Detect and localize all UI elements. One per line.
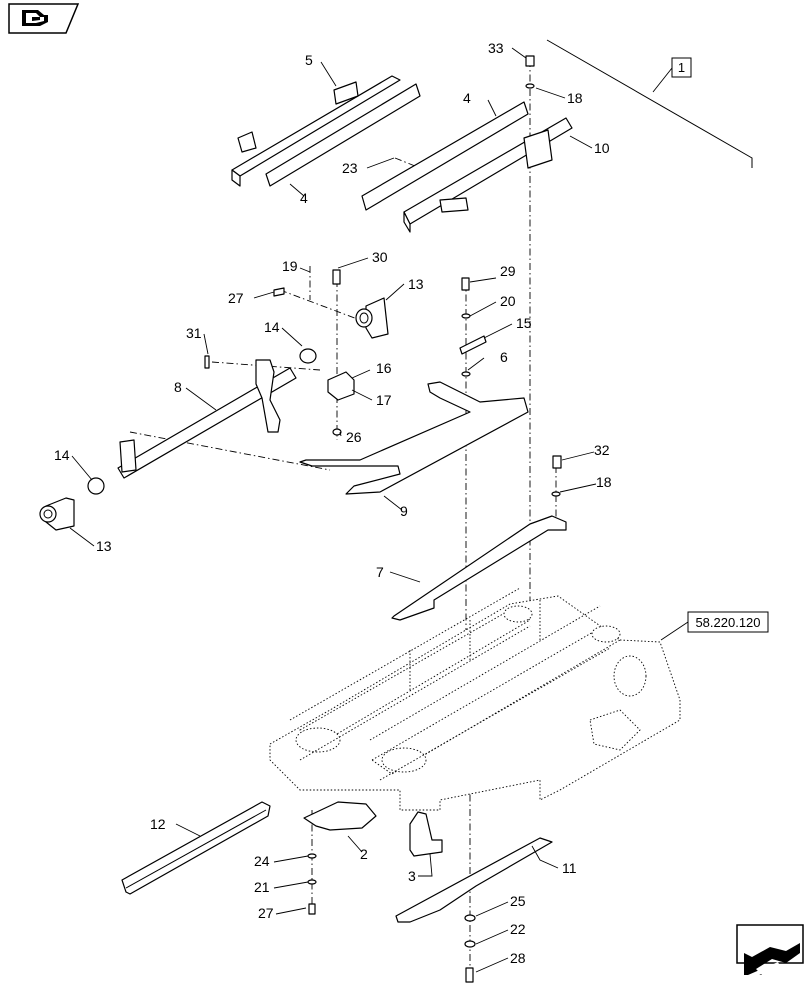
lower-bracket[interactable] xyxy=(409,811,443,857)
callout-2: 2 xyxy=(360,846,368,862)
callout-28: 28 xyxy=(510,950,526,966)
callout-15: 15 xyxy=(516,315,532,331)
callout-11: 11 xyxy=(562,860,577,876)
callout-8: 8 xyxy=(174,379,182,395)
deflector-plate[interactable] xyxy=(299,381,529,495)
callout-16: 16 xyxy=(376,360,392,376)
bushing-lower[interactable] xyxy=(87,477,105,495)
upper-right-wear-strip[interactable] xyxy=(361,101,529,211)
clamp-block[interactable] xyxy=(327,371,355,401)
next-page-arrow-icon[interactable] xyxy=(736,924,804,979)
callout-23: 23 xyxy=(342,160,358,176)
conveyor-frame xyxy=(269,587,681,811)
callout-31: 31 xyxy=(186,325,202,341)
callout-14-bottom: 14 xyxy=(54,447,70,463)
callout-4-right: 4 xyxy=(463,90,471,106)
link-plate[interactable] xyxy=(459,335,487,355)
lower-scraper[interactable] xyxy=(303,801,377,831)
bearing-bracket-lower[interactable] xyxy=(39,497,75,531)
callout-9: 9 xyxy=(400,503,408,519)
callout-27-top: 27 xyxy=(228,290,244,306)
assembly-reference: 1 xyxy=(678,60,685,75)
bushing-upper[interactable] xyxy=(299,348,317,364)
callout-4-left: 4 xyxy=(300,190,308,206)
callout-27-bottom: 27 xyxy=(258,905,274,921)
frame-reference-box[interactable]: 58.220.120 xyxy=(660,611,769,641)
callout-21: 21 xyxy=(254,879,270,895)
chain-guide[interactable] xyxy=(391,515,567,621)
callout-5: 5 xyxy=(305,52,313,68)
callout-labels: 5 4 4 10 23 33 18 19 27 30 13 14 31 16 1… xyxy=(54,40,612,966)
lower-right-wear-strip[interactable] xyxy=(395,837,553,923)
assembly-reference-line xyxy=(546,39,753,168)
bearing-bracket-upper[interactable] xyxy=(355,297,389,339)
callout-26: 26 xyxy=(346,429,362,445)
upper-left-wear-strip[interactable] xyxy=(265,83,421,187)
callout-24: 24 xyxy=(254,853,270,869)
callout-30: 30 xyxy=(372,249,388,265)
callout-3: 3 xyxy=(408,868,416,884)
callout-10: 10 xyxy=(594,140,610,156)
callout-7: 7 xyxy=(376,564,384,580)
frame-reference: 58.220.120 xyxy=(695,615,760,630)
callout-13-top: 13 xyxy=(408,276,424,292)
callout-17: 17 xyxy=(376,392,392,408)
leader-lines xyxy=(69,47,597,973)
upper-left-guide-rail[interactable] xyxy=(231,75,401,187)
callout-29: 29 xyxy=(500,263,516,279)
callout-32: 32 xyxy=(594,442,610,458)
callout-14-top: 14 xyxy=(264,319,280,335)
callout-6: 6 xyxy=(500,349,508,365)
callout-19: 19 xyxy=(282,258,298,274)
callout-33: 33 xyxy=(488,40,504,56)
callout-13-bottom: 13 xyxy=(96,538,112,554)
callout-18-top: 18 xyxy=(567,90,583,106)
drive-shaft[interactable] xyxy=(117,359,297,479)
upper-right-guide-rail[interactable] xyxy=(403,117,573,233)
callout-20: 20 xyxy=(500,293,516,309)
assembly-reference-box[interactable]: 1 xyxy=(671,57,692,78)
callout-12: 12 xyxy=(150,816,166,832)
small-fasteners[interactable] xyxy=(204,55,562,983)
lower-left-wear-strip[interactable] xyxy=(121,801,271,895)
callout-22: 22 xyxy=(510,921,526,937)
callout-25: 25 xyxy=(510,893,526,909)
callout-18-mid: 18 xyxy=(596,474,612,490)
book-stack-icon[interactable] xyxy=(8,3,80,34)
